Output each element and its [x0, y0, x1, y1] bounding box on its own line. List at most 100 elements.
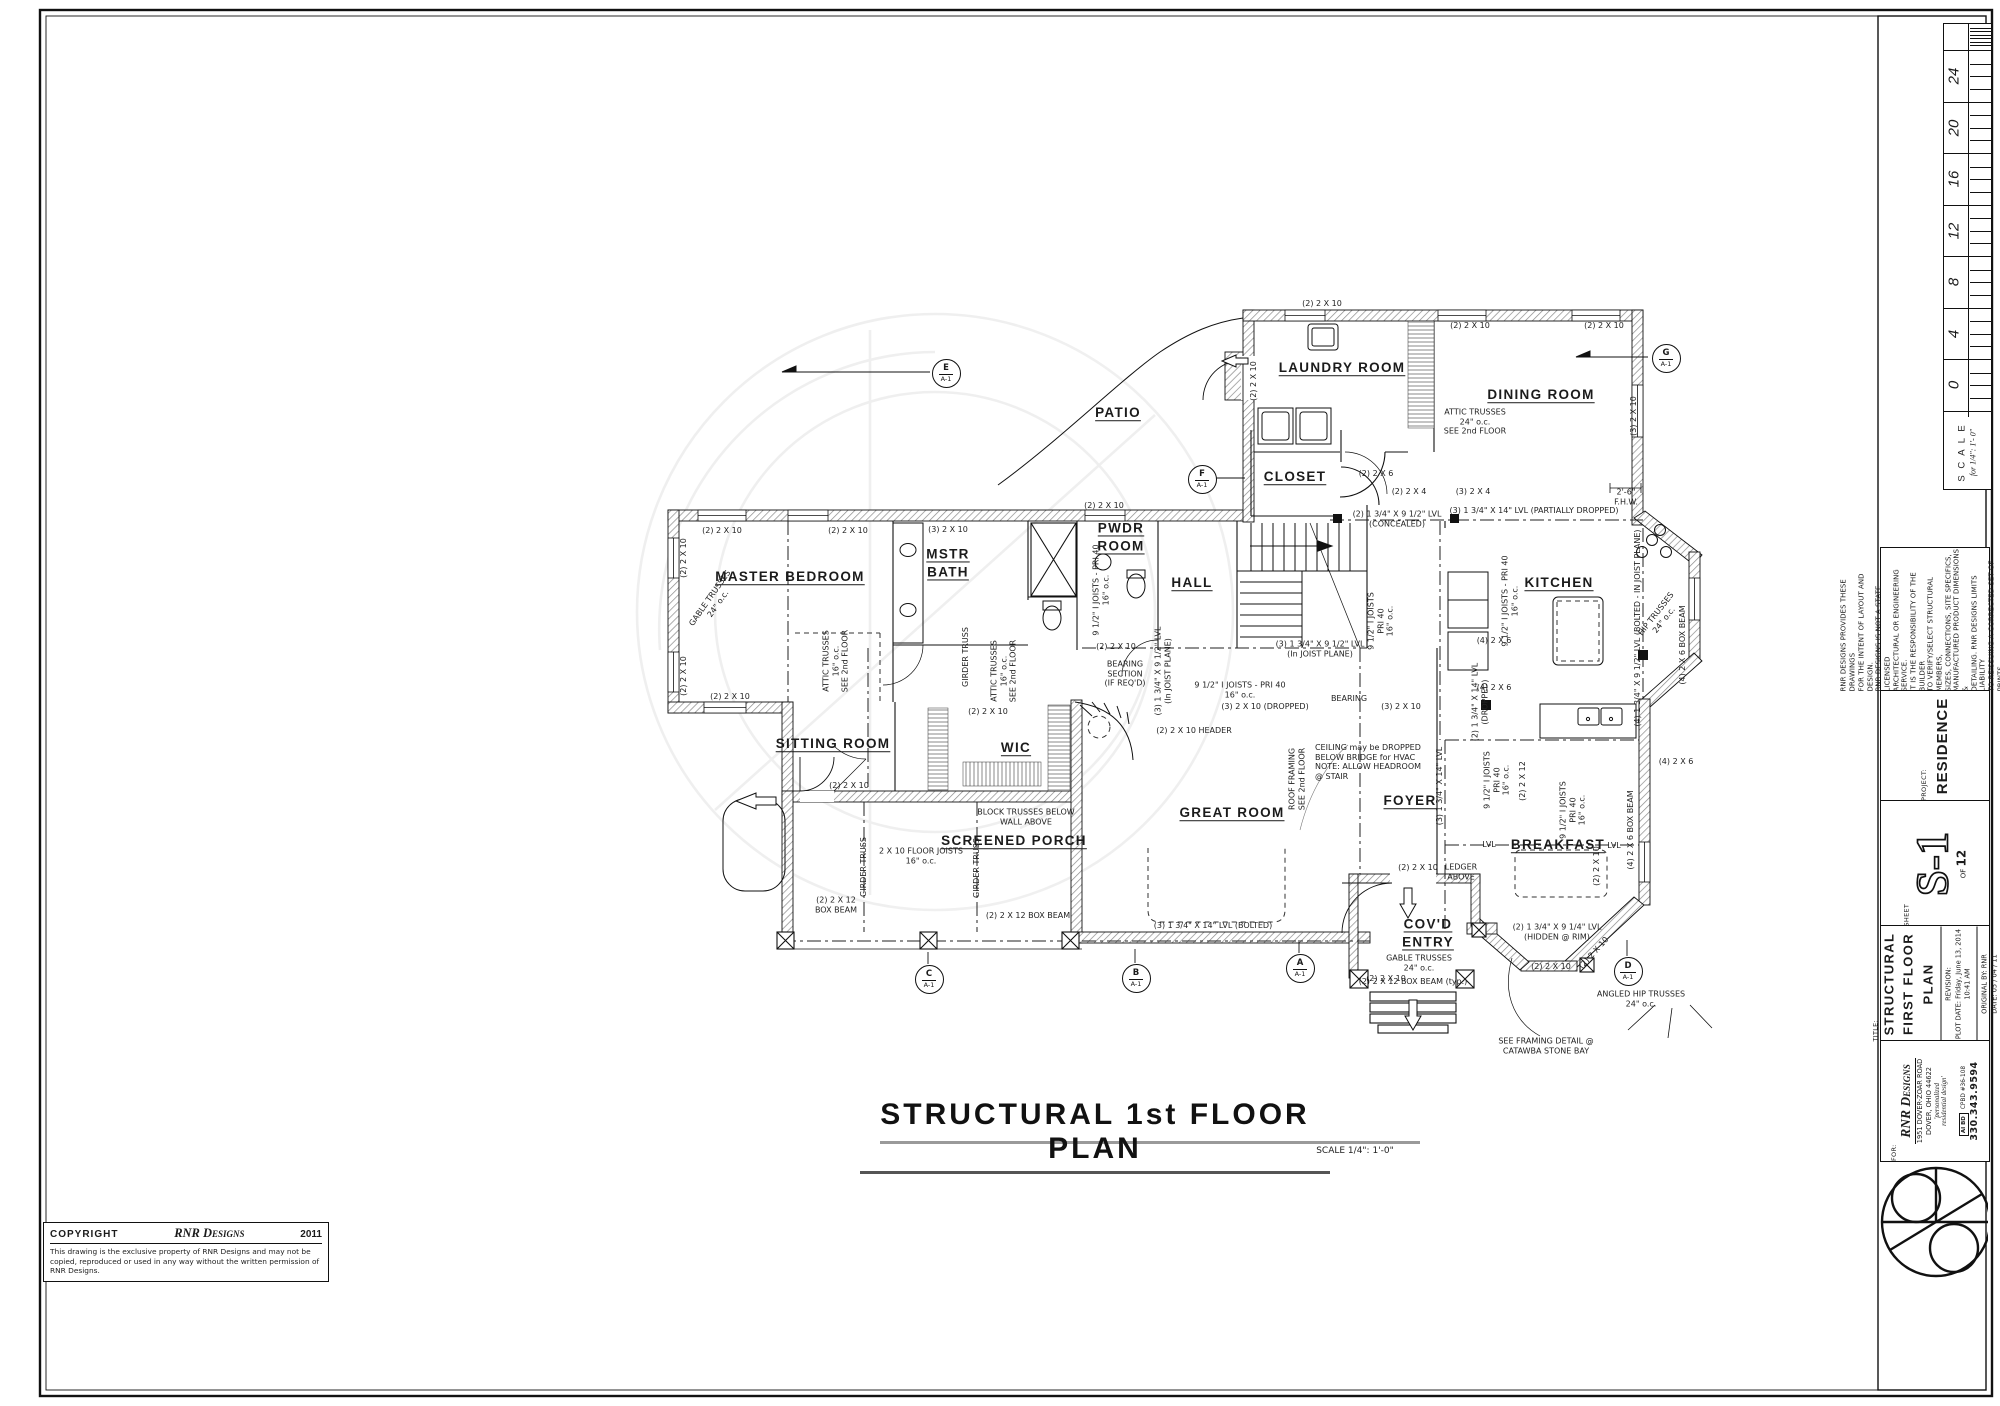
- framing-annotation-9-1-2-i-joists-pri-40-16-o-c: 9 1/2" I JOISTS - PRI 40 16" o.c.: [1091, 544, 1110, 636]
- framing-annotation-2-2-x-10: (2) 2 X 10: [1398, 863, 1438, 873]
- firm-address2: DOVER, OHIO 44622: [1924, 1067, 1933, 1135]
- framing-annotation-3-1-3-4-x-14-lvl-bolted: (3) 1 3/4" X 14" LVL (BOLTED): [1153, 921, 1273, 931]
- stairs: [1237, 522, 1367, 649]
- room-label-screened-porch: SCREENED PORCH: [941, 833, 1087, 849]
- sheet-border-outer: [38, 8, 1994, 1398]
- ruler-tick-label: 8: [1945, 278, 1963, 287]
- room-label-dining-room: DINING ROOM: [1487, 387, 1595, 403]
- framing-annotation-block-trusses-below-wall-above: BLOCK TRUSSES BELOW WALL ABOVE: [977, 807, 1075, 826]
- section-marker-letter: G: [1658, 349, 1674, 360]
- scale-ruler-label: S C A L E for 1/4": 1'- 0": [1943, 417, 1992, 490]
- title-label: TITLE:: [1870, 1019, 1879, 1041]
- room-label-master-bedroom: MASTER BEDROOM: [715, 569, 865, 585]
- project-label: PROJECT:: [1919, 769, 1928, 801]
- room-label-mstr-bath: MSTR BATH: [926, 546, 970, 579]
- section-marker-letter: C: [921, 970, 937, 981]
- framing-annotation-girder-truss: GIRDER TRUSS: [961, 627, 971, 687]
- framing-annotation-2-2-x-10-header: (2) 2 X 10 HEADER: [1156, 726, 1232, 736]
- framing-annotation-3-1-3-4-x-9-1-2-lvl-in-joist-plane: (3) 1 3/4" X 9 1/2" LVL (In JOIST PLANE): [1275, 639, 1365, 658]
- section-marker-sheet-ref: A-1: [1196, 480, 1208, 489]
- framing-annotation-9-1-2-i-joists-pri-40-16-o-c: 9 1/2" I JOISTS PRI 40 16" o.c.: [1366, 592, 1395, 650]
- framing-annotation-9-1-2-i-joists-pri-40-16-o-c: 9 1/2" I JOISTS PRI 40 16" o.c.: [1558, 781, 1587, 839]
- room-label-pwdr-room: PWDR ROOM: [1097, 520, 1145, 553]
- framing-annotation-2-2-x-12-box-beam: (2) 2 X 12 BOX BEAM: [985, 911, 1071, 921]
- for-label: FOR:: [1890, 1144, 1899, 1161]
- framing-annotation-2-2-x-10: (2) 2 X 10: [679, 538, 689, 578]
- divider: [1940, 926, 1942, 1041]
- framing-annotation-3-1-3-4-x-9-1-2-lvl-in-joist-plane: (3) 1 3/4" X 9 1/2" LVL (In JOIST PLANE): [1153, 626, 1172, 716]
- framing-annotation-lvl: LVL: [1607, 841, 1621, 851]
- framing-annotation-2-1-3-4-x-14-lvl-dropped: (2) 1 3/4" X 14" LVL (DROPPED): [1470, 662, 1489, 742]
- ruler-tick-label: 12: [1945, 222, 1963, 240]
- room-label-foyer: FOYER: [1383, 793, 1437, 809]
- framing-annotation-2-2-x-10: (2) 2 X 10: [828, 526, 868, 536]
- framing-annotation-roof-framing-see-2nd-floor: ROOF FRAMING SEE 2nd FLOOR: [1287, 747, 1306, 811]
- framing-annotation-2-2-x-10: (2) 2 X 10: [1450, 321, 1490, 331]
- firm-phone: 330.343.9594: [1968, 1061, 1980, 1141]
- framing-annotation-3-1-3-4-x-14-lvl-partially-dropped: (3) 1 3/4" X 14" LVL (PARTIALLY DROPPED): [1449, 506, 1619, 516]
- firm-address1: 1951 DOVER-ZOAR ROAD: [1916, 1058, 1925, 1144]
- room-label-wic: WIC: [1000, 740, 1032, 756]
- sheet-title-line2: FIRST FLOOR PLAN: [1900, 932, 1935, 1035]
- section-marker-sheet-ref: A-1: [1622, 972, 1634, 981]
- room-label-kitchen: KITCHEN: [1524, 575, 1594, 591]
- firm-tagline2: residential design': [1940, 1076, 1948, 1126]
- title-underline: [880, 1141, 1420, 1144]
- room-label-closet: CLOSET: [1263, 469, 1327, 485]
- framing-annotation-2-1-3-4-x-9-1-4-lvl-hidden-rim: (2) 1 3/4" X 9 1/4" LVL (HIDDEN @ RIM): [1512, 922, 1602, 941]
- ruler-segment-24: 24: [1944, 51, 1991, 103]
- section-marker-letter: A: [1292, 959, 1308, 970]
- copyright-body: This drawing is the exclusive property o…: [50, 1247, 320, 1276]
- section-marker-sheet-ref: A-1: [940, 374, 952, 383]
- room-label-great-room: GREAT ROOM: [1179, 805, 1285, 821]
- titleblock-project-box: PROJECT: RESIDENCE: [1880, 690, 1990, 802]
- ruler-segment-8: 8: [1944, 257, 1991, 309]
- ruler-segment-20: 20: [1944, 103, 1991, 154]
- framing-annotation-3-1-3-4-x-14-lvl: (3) 1 3/4" X 14" LVL: [1435, 746, 1445, 826]
- copyright-brand: RNR Designs: [174, 1226, 245, 1240]
- framing-annotation-2-2-x-10: (2) 2 X 10: [1249, 361, 1259, 401]
- section-marker-letter: F: [1195, 470, 1209, 481]
- framing-annotation-3-2-x-10: (3) 2 X 10: [1381, 702, 1421, 712]
- framing-annotation-4-2-x-6-box-beam: (4) 2 X 6 BOX BEAM: [1626, 790, 1636, 870]
- framing-annotation-2-2-x-10: (2) 2 X 10: [1592, 846, 1602, 886]
- copyright-label: COPYRIGHT: [50, 1229, 119, 1240]
- windows: [667, 309, 1701, 885]
- framing-annotation-9-1-2-i-joists-pri-40-16-o-c: 9 1/2" I JOISTS - PRI 40 16" o.c.: [1194, 680, 1286, 699]
- section-marker-letter: D: [1620, 962, 1636, 973]
- firm-tagline1: 'personalized: [1933, 1082, 1941, 1120]
- sheet-label: SHEET: [1902, 903, 1911, 926]
- revision-label: REVISION:: [1944, 966, 1953, 1001]
- scale-sublabel: for 1/4": 1'- 0": [1968, 428, 1977, 476]
- framing-annotation-3-2-x-10-dropped: (3) 2 X 10 (DROPPED): [1221, 702, 1309, 712]
- framing-annotation-lvl: LVL: [1482, 840, 1496, 850]
- room-label-patio: PATIO: [1095, 405, 1141, 421]
- framing-annotation-4-2-x-6: (4) 2 X 6: [1658, 757, 1694, 767]
- plan-title: STRUCTURAL 1st FLOOR PLAN: [860, 1098, 1330, 1174]
- section-marker-sheet-ref: A-1: [923, 980, 935, 989]
- ruler-tick-label: 0: [1945, 381, 1963, 390]
- framing-annotation-attic-trusses-16-o-c-see-2nd-floor: ATTIC TRUSSES 16" o.c. SEE 2nd FLOOR: [821, 629, 850, 693]
- framing-annotation-gable-trusses-24-o-c: GABLE TRUSSES 24" o.c.: [687, 568, 733, 628]
- room-label-breakfast: BREAKFAST: [1510, 837, 1606, 853]
- shelving: [927, 320, 1435, 792]
- sheet-number: S-1: [1905, 831, 1958, 897]
- ruler-tick-label: 16: [1945, 170, 1963, 188]
- sheet-of: OF 12: [1954, 849, 1968, 877]
- firm-cert: CPBD #36-108: [1960, 1065, 1967, 1110]
- section-marker-sheet-ref: A-1: [1294, 969, 1306, 978]
- framing-annotation-3-2-x-10: (3) 2 X 10: [1629, 396, 1639, 436]
- ruler-segment-4: 4: [1944, 309, 1991, 360]
- project-name: RESIDENCE: [1933, 697, 1951, 795]
- framing-annotation-4-1-3-4-x-9-1-2-lvl-bolted-in-joist-plan: (4) 1 3/4" X 9 1/2" LVL (BOLTED - IN JOI…: [1633, 529, 1643, 727]
- framing-annotation-2-2-x-10: (2) 2 X 10: [679, 656, 689, 696]
- framing-annotation-4-2-x-6-box-beam: (4) 2 X 6 BOX BEAM: [1678, 605, 1688, 685]
- framing-annotation-3-2-x-4: (3) 2 X 4: [1455, 487, 1491, 497]
